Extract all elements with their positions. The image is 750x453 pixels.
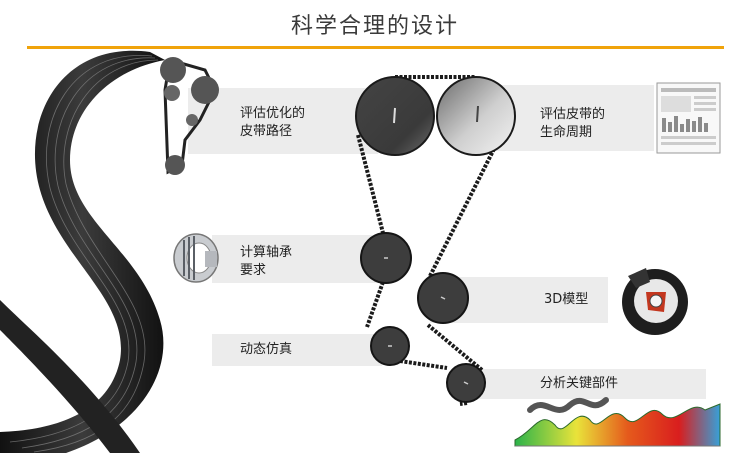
serpentine-belt (356, 75, 498, 406)
pulley-simulation (370, 326, 410, 366)
panel-belt-path (188, 88, 378, 154)
pulley-components (446, 363, 486, 403)
label-bearing: 计算轴承 要求 (240, 245, 293, 278)
panel-components (458, 369, 706, 399)
pulley-top-right (436, 76, 516, 156)
label-components: 分析关键部件 (540, 376, 619, 391)
label-belt-path: 评估优化的 皮带路径 (240, 106, 306, 139)
title-underline (27, 46, 724, 49)
panel-simulation (212, 334, 382, 366)
page-title: 科学合理的设计 (290, 14, 459, 39)
pulley-bearing (360, 232, 412, 284)
label-lifecycle: 评估皮带的 生命周期 (540, 107, 606, 140)
label-simulation: 动态仿真 (240, 342, 293, 357)
pulley-3d-model (417, 272, 469, 324)
pulley-top-left (355, 76, 435, 156)
tensioner-3d-model-image (622, 268, 688, 335)
label-3d-model: 3D模型 (544, 292, 589, 307)
panel-bearing (212, 235, 382, 283)
fea-simulation-image (514, 397, 721, 447)
belt-drive-sketch-icon (160, 57, 219, 175)
bearing-icon (173, 233, 219, 283)
ribbed-belt-image (0, 50, 165, 453)
lifecycle-datasheet-image (656, 82, 721, 154)
